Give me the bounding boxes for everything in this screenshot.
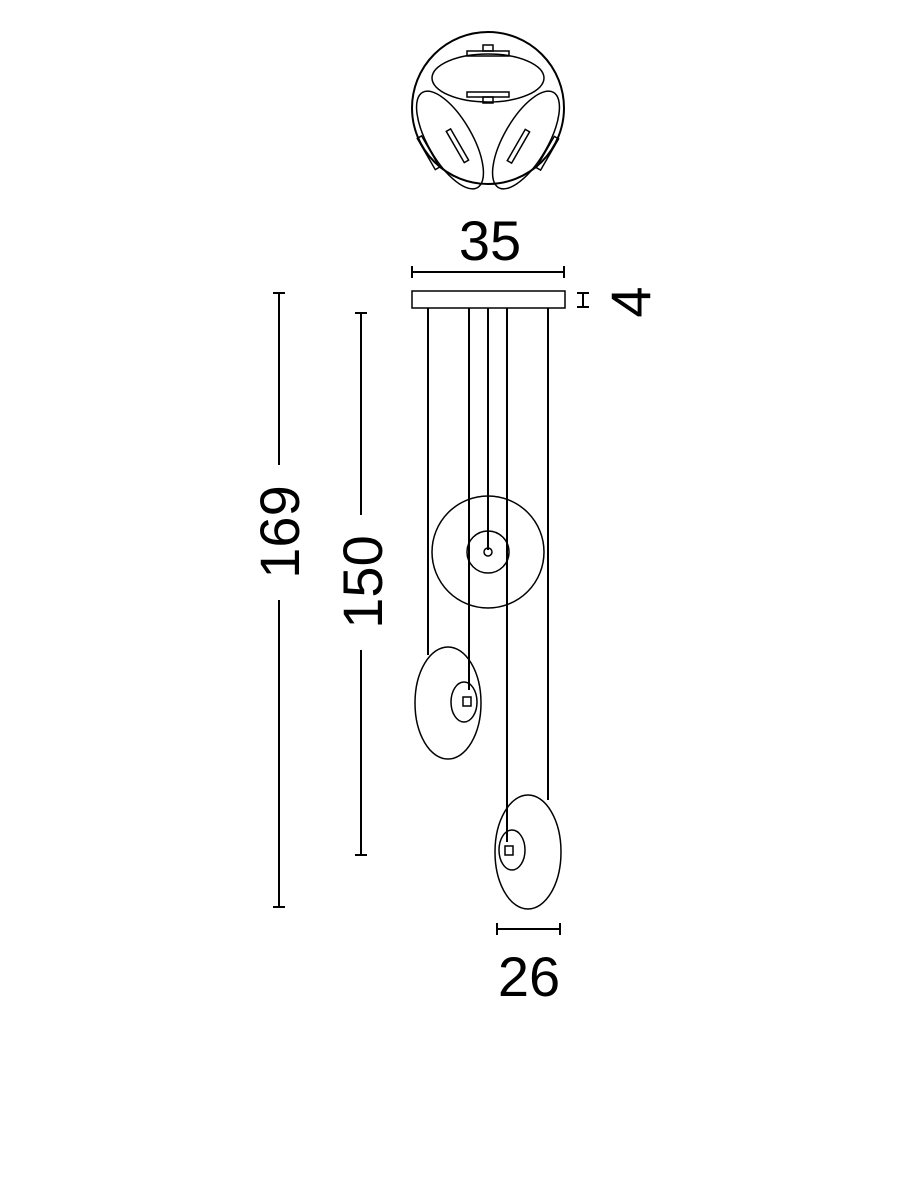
cord-height-dimension: 150 (331, 312, 394, 856)
shade-left (414, 646, 482, 760)
canopy-height-dimension: 4 (577, 286, 662, 318)
total-height-dimension: 169 (248, 292, 311, 908)
canopy-height-label: 4 (599, 286, 662, 317)
shade-width-label: 26 (498, 945, 560, 1008)
canopy-width-dimension: 35 (411, 209, 565, 278)
total-height-label: 169 (248, 485, 311, 578)
canopy-width-label: 35 (459, 209, 521, 272)
top-view (411, 31, 565, 190)
canopy (411, 290, 566, 309)
cords (427, 308, 549, 842)
shade-center (431, 495, 545, 609)
cord-height-label: 150 (331, 535, 394, 628)
shade-right (494, 794, 562, 910)
shade-width-dimension: 26 (496, 923, 561, 1008)
